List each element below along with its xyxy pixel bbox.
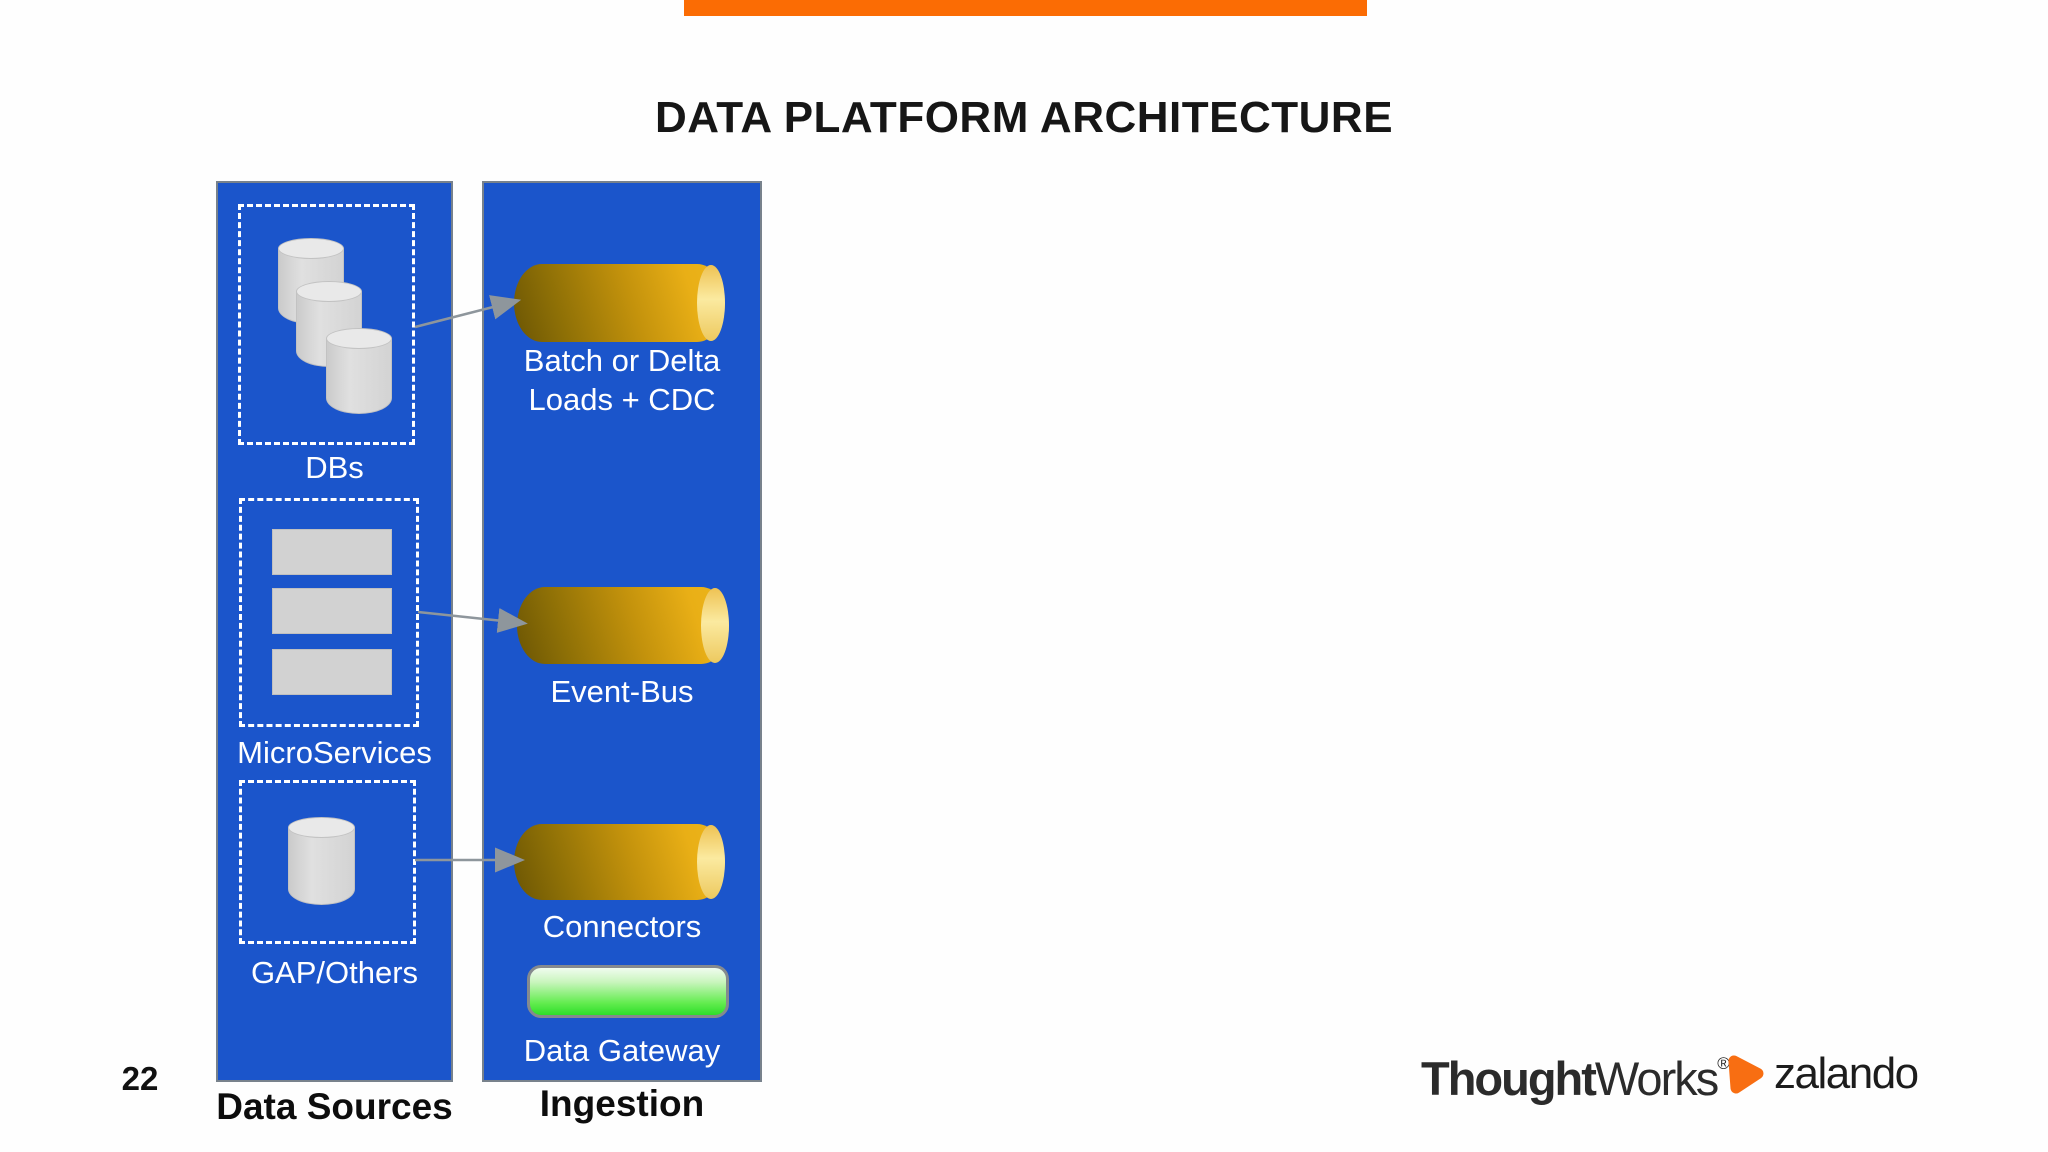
database-icon: [288, 817, 355, 905]
page-title: DATA PLATFORM ARCHITECTURE: [654, 93, 1394, 142]
zalando-logo: zalando: [1774, 1049, 1919, 1098]
page-number: 22: [121, 1060, 159, 1097]
batch-loads-label-line2: Loads + CDC: [528, 382, 716, 417]
service-block-icon: [272, 588, 392, 634]
gap-others-group-box: [239, 780, 416, 944]
dbs-group-box: [238, 204, 415, 445]
connectors-pipeline-cylinder-icon: [514, 824, 725, 900]
event-bus-label: Event-Bus: [550, 674, 694, 709]
microservices-group-box: [239, 498, 419, 727]
thoughtworks-logo-bold: Thought: [1421, 1052, 1597, 1105]
service-block-icon: [272, 649, 392, 695]
batch-loads-pipeline-cylinder-icon: [514, 264, 725, 342]
batch-loads-label-line1: Batch or Delta: [523, 343, 721, 378]
ingestion-column: Batch or Delta Loads + CDC Event-Bus Con…: [482, 181, 762, 1082]
thoughtworks-logo: ThoughtWorks®: [1421, 1051, 1730, 1106]
registered-trademark: ®: [1717, 1054, 1730, 1073]
accent-bar: [684, 0, 1367, 16]
database-cylinder-icon: [326, 328, 392, 414]
data-sources-column-label: Data Sources: [216, 1086, 453, 1127]
event-bus-pipeline-cylinder-icon: [517, 587, 729, 664]
data-gateway-bar-icon: [527, 965, 729, 1018]
thoughtworks-logo-regular: Works: [1594, 1052, 1719, 1105]
microservices-label: MicroServices: [237, 735, 432, 770]
data-sources-column: DBs MicroServices GAP/Others: [216, 181, 453, 1082]
ingestion-column-label: Ingestion: [539, 1083, 705, 1124]
batch-loads-label: Batch or Delta Loads + CDC: [484, 341, 760, 419]
service-block-icon: [272, 529, 392, 575]
connectors-label: Connectors: [542, 909, 702, 944]
dbs-label: DBs: [305, 450, 364, 485]
data-gateway-label: Data Gateway: [523, 1033, 721, 1068]
gap-others-label: GAP/Others: [250, 955, 419, 990]
zalando-triangle-icon: [1728, 1055, 1764, 1094]
